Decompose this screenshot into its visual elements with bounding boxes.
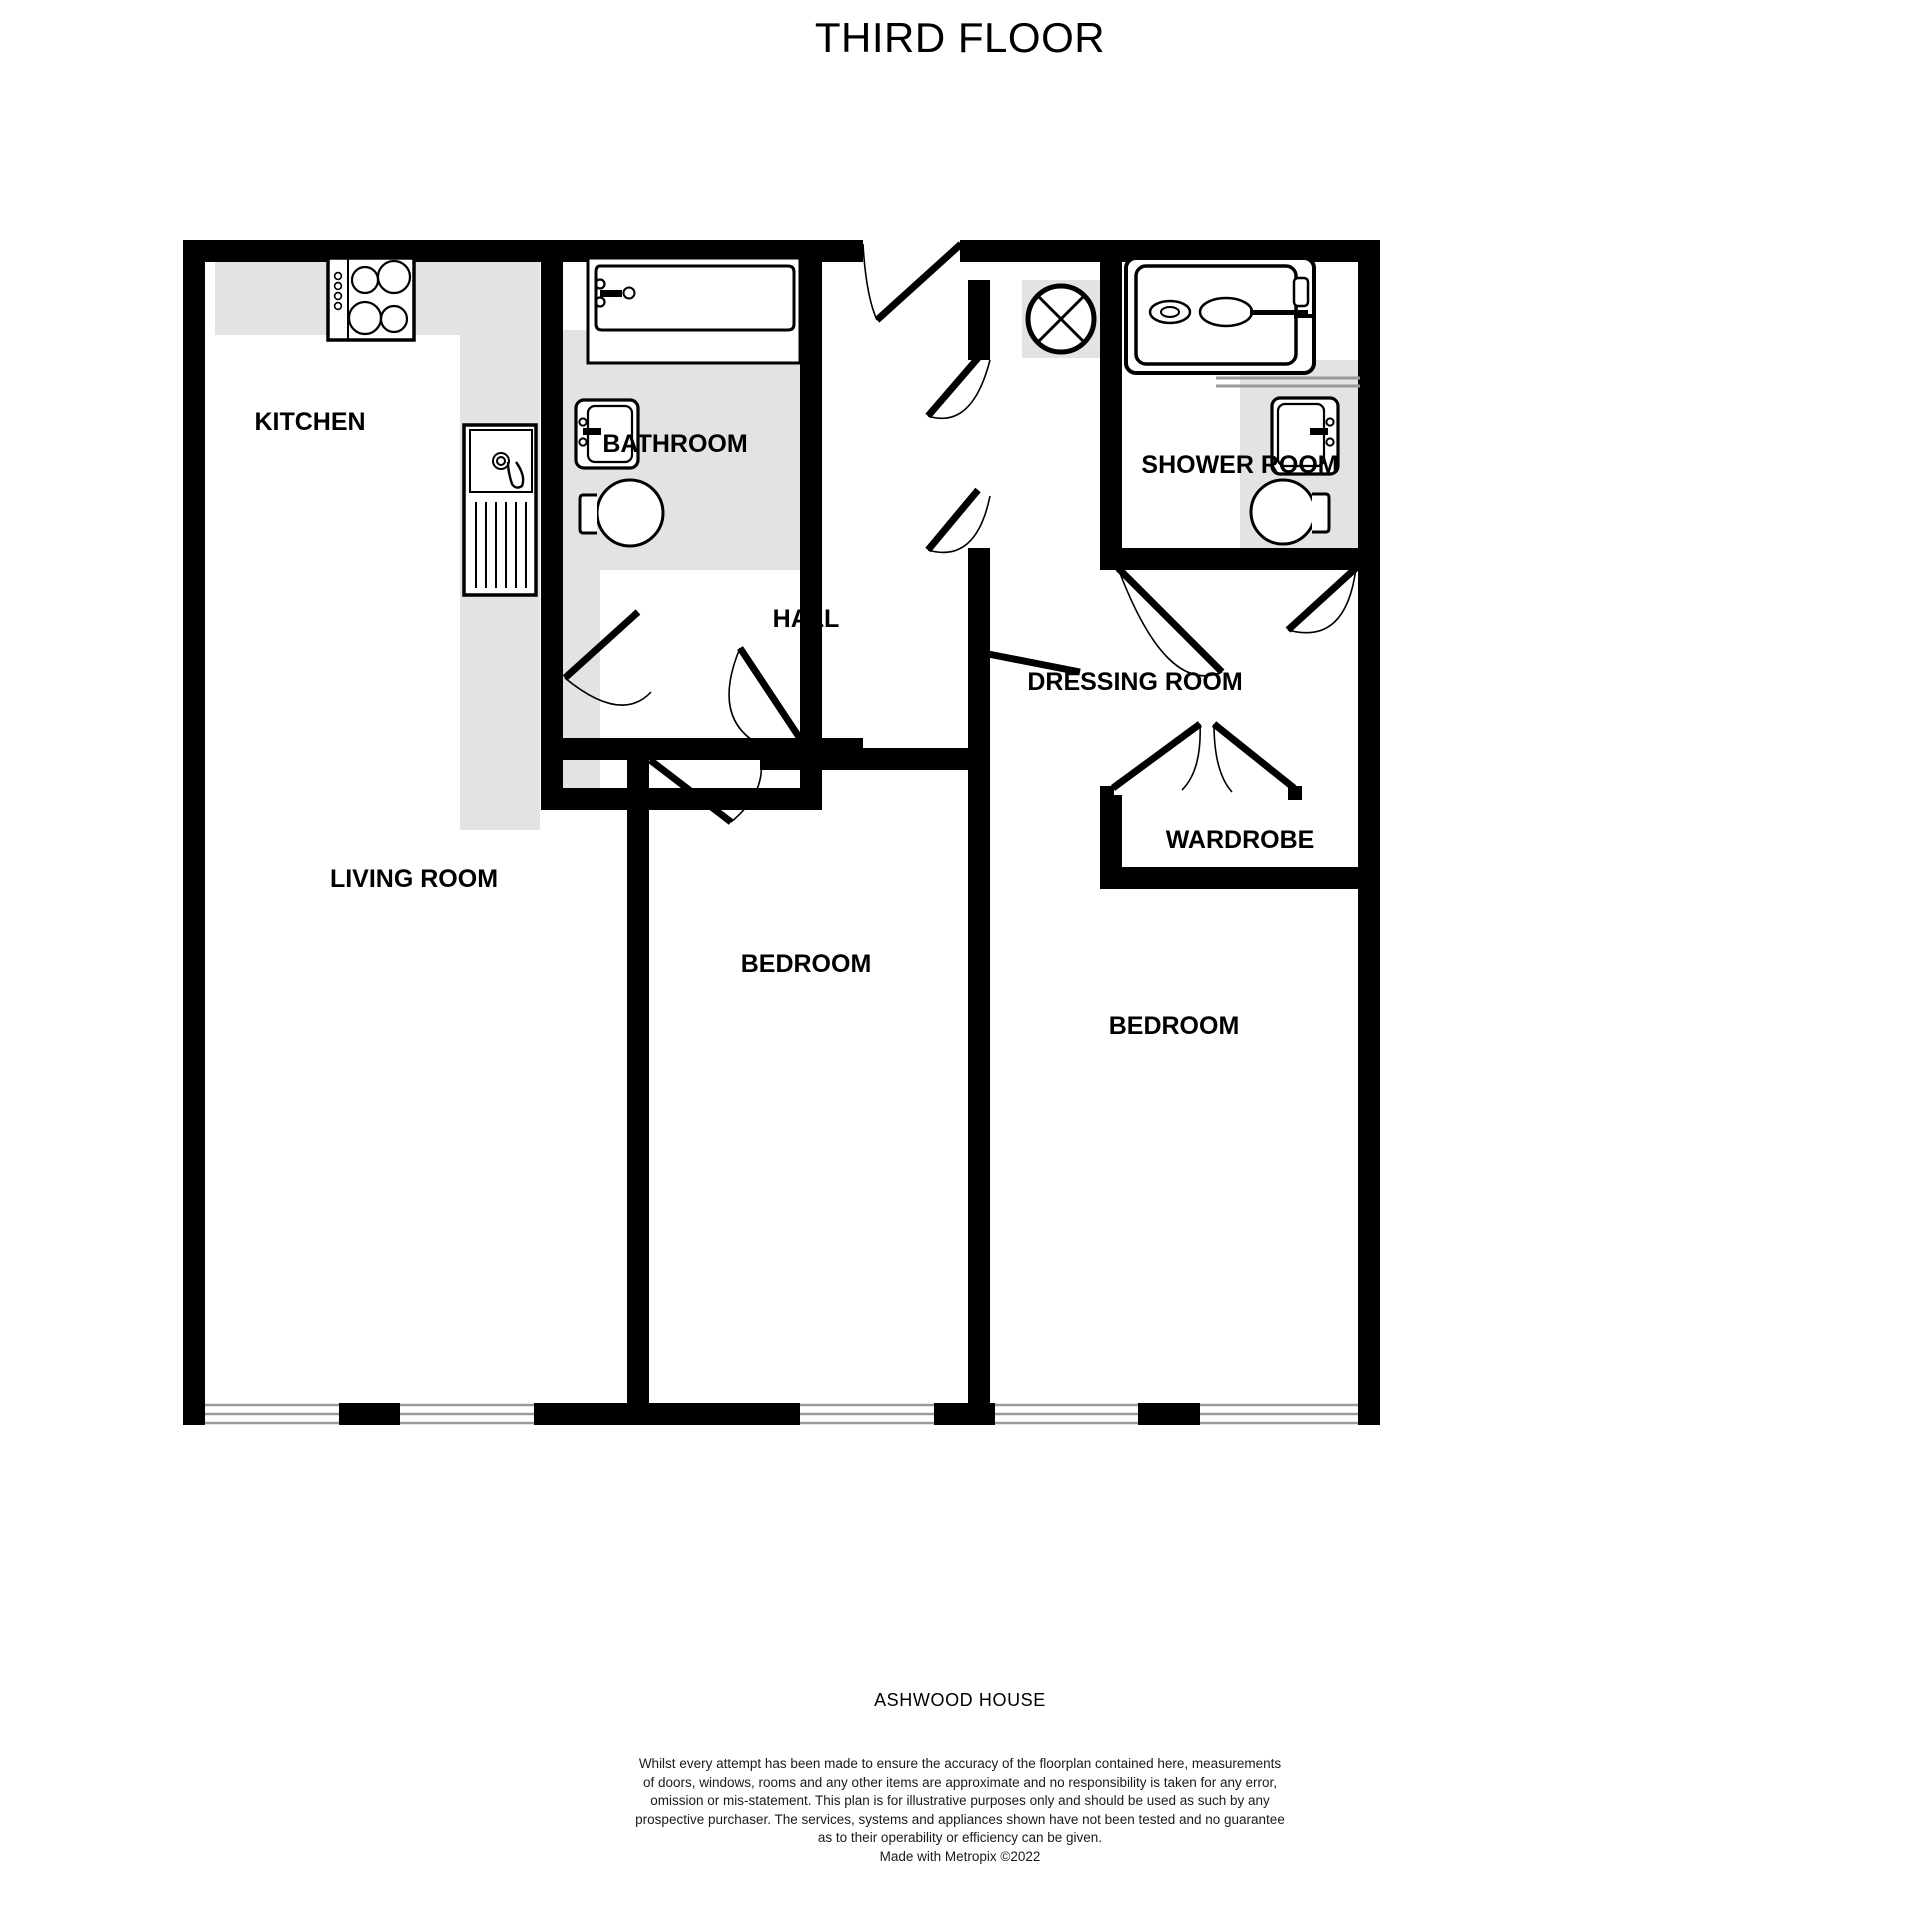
disclaimer-credit: Made with Metropix ©2022: [879, 1848, 1041, 1864]
hall-to-bathroom-door: [728, 646, 808, 748]
airing-cupboard-cylinder: [1025, 283, 1097, 355]
room-label-hall: HALL: [773, 605, 840, 633]
disclaimer-line-3: omission or mis-statement. This plan is …: [650, 1793, 1270, 1808]
room-label-shower-room: SHOWER ROOM: [1141, 451, 1338, 479]
room-label-living-room: LIVING ROOM: [330, 865, 498, 893]
disclaimer-line-1: Whilst every attempt has been made to en…: [638, 1756, 1282, 1771]
window-bedroom-two-right: [1200, 1403, 1358, 1425]
wardrobe-door-right: [1211, 721, 1297, 793]
shower-room-toilet: [1249, 478, 1331, 546]
property-name: ASHWOOD HOUSE: [874, 1690, 1046, 1710]
wardrobe-door-left: [1110, 721, 1203, 791]
disclaimer-line-4: prospective purchaser. The services, sys…: [635, 1811, 1285, 1827]
window-bedroom-two-left: [995, 1403, 1138, 1425]
shower-room-washbasin: [1270, 396, 1340, 476]
room-label-dressing-room: DRESSING ROOM: [1027, 668, 1242, 696]
windows: [205, 1403, 1358, 1425]
dressing-room-to-shower-room-door: [1115, 565, 1225, 677]
room-label-wardrobe: WARDROBE: [1166, 826, 1315, 854]
room-labels: KITCHEN BATHROOM SHOWER ROOM HALL DRESSI…: [254, 408, 1338, 1040]
hall-to-living-room-door: [562, 609, 652, 706]
bath-tub: [586, 256, 802, 365]
disclaimer-line-2: of doors, windows, rooms and any other i…: [642, 1774, 1278, 1790]
room-label-bedroom-two: BEDROOM: [1109, 1012, 1240, 1040]
hall-lower-right-door: [977, 648, 1081, 676]
doors: [562, 241, 1359, 825]
room-label-bedroom-one: BEDROOM: [741, 950, 872, 978]
window-living-room-left: [205, 1403, 339, 1425]
shower-enclosure: [1124, 256, 1360, 388]
kitchen-hob: [326, 256, 416, 342]
window-living-room-right: [400, 1403, 534, 1425]
hall-to-bedroom-door: [647, 757, 763, 825]
hall-upper-door: [925, 355, 991, 420]
room-label-kitchen: KITCHEN: [254, 408, 365, 436]
kitchen-sink: [462, 423, 538, 597]
window-bedroom-one: [800, 1403, 934, 1425]
disclaimer-line-5: as to their operability or efficiency ca…: [817, 1830, 1103, 1845]
entrance-door: [862, 241, 964, 323]
disclaimer-block: Whilst every attempt has been made to en…: [0, 1755, 1920, 1866]
bathroom-toilet: [578, 478, 665, 548]
dressing-room-to-bedroom-door: [1285, 565, 1359, 634]
bathroom-washbasin: [574, 398, 640, 470]
room-label-bathroom: BATHROOM: [602, 430, 747, 458]
hall-to-dressing-room-door: [925, 487, 991, 554]
page-title: THIRD FLOOR: [814, 14, 1106, 61]
floorplan-drawing: KITCHEN BATHROOM SHOWER ROOM HALL DRESSI…: [183, 240, 1380, 1425]
